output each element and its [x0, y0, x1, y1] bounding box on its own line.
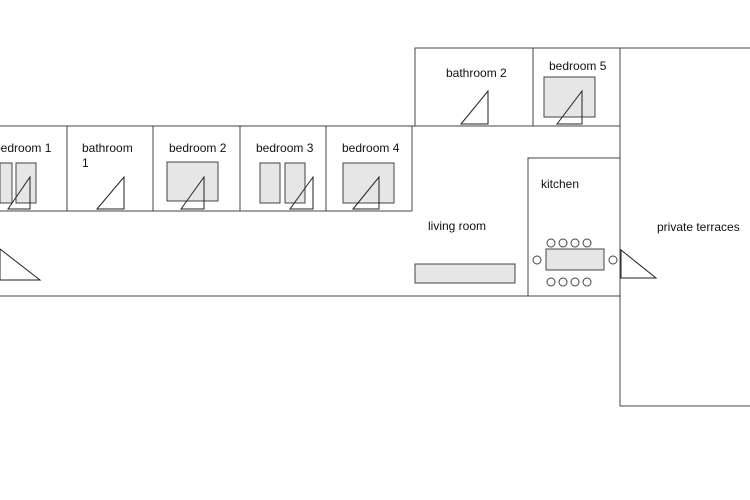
room-label-bedroom-3: bedroom 3 — [256, 141, 314, 155]
chair — [546, 277, 556, 287]
bedroom-5-door-icon — [555, 89, 583, 125]
bedroom-4-door-icon — [351, 175, 380, 210]
room-label-bedroom-5: bedroom 5 — [549, 59, 607, 73]
bedroom-1-bed-left — [0, 162, 13, 204]
room-label-bathroom-1-line2: 1 — [82, 156, 89, 170]
room-label-bathroom-1: bathroom 1 — [82, 141, 136, 170]
room-label-bedroom-4: bedroom 4 — [342, 141, 400, 155]
bedroom-row — [0, 126, 413, 212]
bedroom-4-bed — [342, 162, 395, 204]
chair — [608, 255, 618, 265]
furniture — [0, 76, 618, 287]
dining-chairs — [532, 238, 618, 287]
entrance-door-icon — [0, 248, 42, 281]
terrace-door-icon — [620, 248, 658, 279]
bathroom-2-door-icon — [459, 89, 489, 125]
room-labels: bedroom 1 bathroom 1 bedroom 2 bedroom 3… — [0, 59, 740, 234]
chair — [532, 255, 542, 265]
chair — [582, 277, 592, 287]
bedroom-2-door-icon — [180, 175, 205, 210]
bedroom-3-door-icon — [289, 175, 314, 210]
bedroom-3-bed-left — [259, 162, 281, 204]
chair — [546, 238, 556, 248]
outer-walls — [0, 47, 750, 407]
room-label-bathroom-1-line1: bathroom — [82, 141, 133, 155]
main-wing-wall — [0, 47, 750, 407]
room-label-bathroom-2: bathroom 2 — [446, 66, 507, 80]
room-label-private-terraces: private terraces — [657, 220, 740, 234]
chair — [582, 238, 592, 248]
room-label-living-room: living room — [428, 219, 486, 233]
chair — [558, 277, 568, 287]
dining-table — [545, 248, 605, 271]
living-room-sofa — [414, 263, 516, 284]
bedroom-3-bed-right — [284, 162, 306, 204]
doors — [0, 89, 658, 281]
chair — [570, 238, 580, 248]
room-label-bedroom-1: bedroom 1 — [0, 141, 52, 155]
bedroom-2-bed — [166, 161, 219, 202]
bedroom-5-bed — [543, 76, 596, 118]
kitchen-wall — [527, 157, 620, 296]
bedroom-1-door-icon — [7, 175, 31, 210]
room-label-bedroom-2: bedroom 2 — [169, 141, 227, 155]
room-label-kitchen: kitchen — [541, 177, 579, 191]
chair — [570, 277, 580, 287]
bathroom-1-door-icon — [95, 175, 125, 210]
chair — [558, 238, 568, 248]
